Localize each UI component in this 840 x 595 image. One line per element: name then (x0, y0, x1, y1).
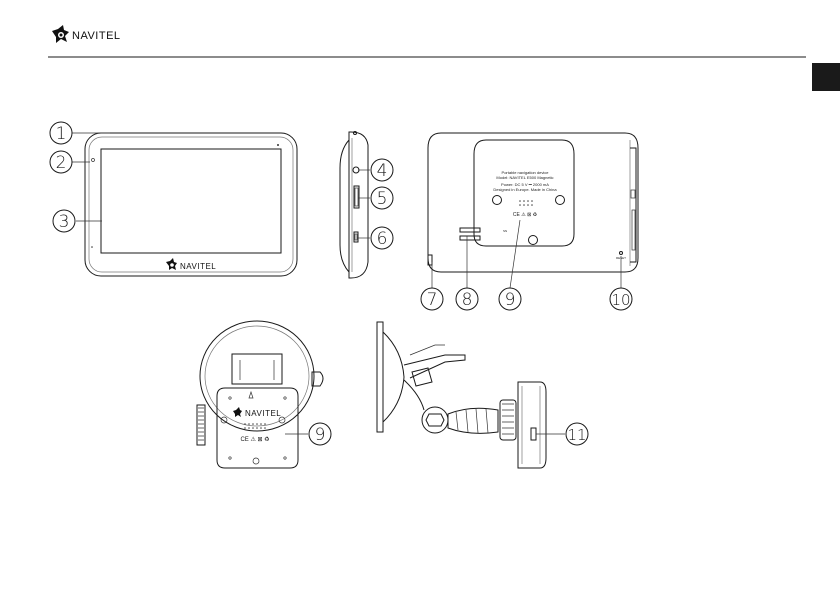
device-side-view (339, 131, 369, 279)
back-label-line-4: Designed in Europe. Made in China (493, 187, 557, 192)
front-brand: NAVITEL (180, 262, 216, 271)
mount-side-view (376, 321, 547, 469)
callout-label: 9 (505, 290, 516, 310)
callout-label: 3 (59, 212, 70, 232)
callout-label: 6 (377, 229, 388, 249)
callout-6: 6 (370, 226, 394, 250)
device-back-view: Portable navigation device Model: NAVITE… (427, 132, 639, 273)
callout-8: 8 (455, 287, 479, 311)
callout-10: 10 (609, 287, 633, 311)
callout-label: 5 (377, 189, 388, 209)
back-label-line-3: Power: DC 5 V ⎓ 2000 mA (501, 182, 549, 187)
callout-9: 9 (498, 287, 522, 311)
back-label-line-2: Model: NAVITEL E500 Magnetic (496, 175, 553, 180)
callout-label: 4 (377, 161, 388, 181)
callout-1: 1 (49, 121, 73, 145)
header-brand: NAVITEL (72, 30, 121, 42)
callout-11: 11 (565, 422, 589, 446)
front-logo-icon (166, 258, 177, 270)
callout-label: 11 (567, 426, 586, 444)
language-tab (812, 63, 840, 91)
device-front-view: NAVITEL (84, 132, 298, 277)
callout-label: 8 (462, 290, 473, 310)
callout-label: 10 (611, 291, 630, 309)
leader-lines (72, 132, 622, 435)
callout-3: 3 (52, 209, 76, 233)
callout-7: 7 (420, 287, 444, 311)
back-label-line-1: Portable navigation device (502, 170, 550, 175)
back-grille-icon (519, 200, 533, 206)
light-sensor-icon (91, 158, 95, 162)
mount-marks: CE ⚠ ⊠ ♻ (240, 436, 269, 443)
callout-label: 1 (56, 124, 67, 144)
callout-9-mount: 9 (308, 422, 332, 446)
callout-label: 7 (427, 290, 438, 310)
mount-back-view: NAVITEL CE ⚠ ⊠ ♻ (196, 320, 324, 469)
mount-grille-icon (244, 423, 266, 429)
callout-2: 2 (49, 150, 73, 174)
mount-brand: NAVITEL (245, 409, 281, 418)
card-slot-icon (353, 185, 360, 209)
navitel-logo-icon (52, 25, 69, 43)
callout-5: 5 (370, 186, 394, 210)
usb-port-icon (353, 231, 359, 243)
callout-label: 9 (315, 425, 326, 445)
reset-button-icon (619, 251, 623, 255)
mount-logo-icon (233, 407, 242, 417)
back-marks: CE ⚠ ⊠ ♻ (513, 212, 538, 218)
callout-4: 4 (370, 158, 394, 182)
callout-label: 2 (56, 153, 67, 173)
svg-text:SN: SN (503, 229, 507, 233)
